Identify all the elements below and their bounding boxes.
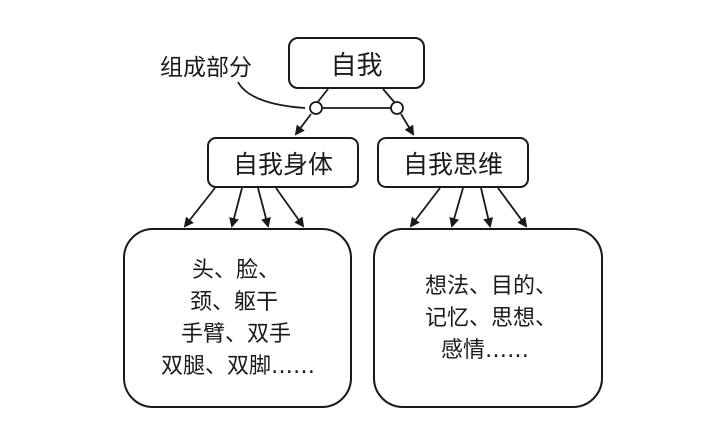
leaf-item-text: 颈、躯干 — [189, 290, 279, 315]
leaf-item-text: 头、脸、 — [191, 258, 281, 283]
body-fanout-arrow — [229, 187, 243, 228]
branch-node-mind: 自我思维 — [377, 137, 529, 188]
leaf-item-text: 手臂、双手 — [180, 322, 292, 347]
left-junction-to-body-arrow — [294, 113, 312, 136]
branch-node-label: 自我思维 — [402, 149, 503, 179]
right-junction-circle — [390, 101, 404, 115]
leaf-item-text: 双腿、双脚…… — [160, 354, 316, 379]
right-junction-to-mind-arrow — [400, 113, 415, 136]
root-to-right-junction-line — [382, 88, 396, 104]
body-fanout-arrow — [183, 187, 216, 228]
branch-node-label: 自我身体 — [232, 149, 333, 179]
leaf-box-body-parts: 头、脸、 颈、躯干 手臂、双手 双腿、双脚…… — [123, 228, 352, 408]
mind-fanout-arrow — [497, 187, 528, 228]
annotation-leader-line — [237, 81, 306, 109]
leaf-item-text: 感情…… — [440, 338, 530, 363]
root-node-label: 自我 — [330, 50, 383, 81]
leaf-item-text: 记忆、思想、 — [424, 306, 558, 331]
mind-fanout-arrow — [409, 187, 441, 228]
left-junction-circle — [309, 101, 323, 115]
composition-annotation-label: 组成部分 — [160, 55, 252, 81]
body-fanout-arrow — [257, 187, 271, 228]
body-fanout-arrow — [275, 187, 305, 228]
mind-fanout-arrow — [480, 187, 494, 228]
leaf-item-text: 想法、目的、 — [424, 274, 558, 299]
root-node-self: 自我 — [288, 37, 425, 89]
mind-fanout-arrow — [449, 187, 464, 228]
root-to-left-junction-line — [316, 88, 329, 104]
branch-node-body: 自我身体 — [207, 137, 359, 188]
leaf-box-mind-parts: 想法、目的、 记忆、思想、 感情…… — [373, 228, 603, 408]
